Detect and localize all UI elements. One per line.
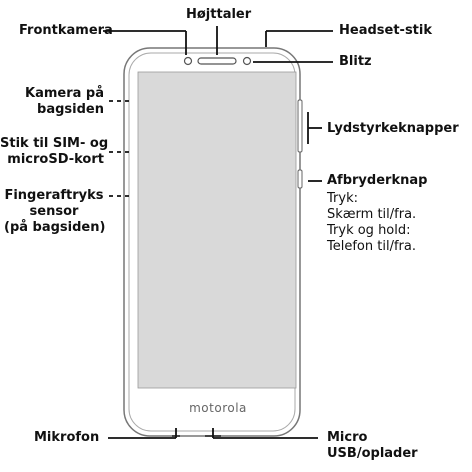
brand-logo-text: motorola xyxy=(189,401,247,415)
label-usb: Micro USB/oplader xyxy=(327,430,418,462)
screen xyxy=(137,71,297,389)
label-back-camera-line2: bagsiden xyxy=(37,102,104,117)
label-sim-line1: Stik til SIM- og xyxy=(0,136,109,151)
volume-button xyxy=(297,99,303,153)
power-desc-line1: Tryk: xyxy=(327,191,358,206)
label-sim-slot: Stik til SIM- og microSD-kort xyxy=(0,136,109,168)
label-flash: Blitz xyxy=(339,54,372,69)
label-back-camera-line1: Kamera på xyxy=(25,86,104,101)
front-camera xyxy=(183,56,193,66)
power-description: Tryk: Skærm til/fra. Tryk og hold: Telef… xyxy=(327,191,416,255)
power-desc-line4: Telefon til/fra. xyxy=(327,239,416,254)
power-desc-line2: Skærm til/fra. xyxy=(327,207,417,222)
power-desc-line3: Tryk og hold: xyxy=(327,223,411,238)
label-fingerprint: Fingeraftryks sensor (på bagsiden) xyxy=(4,188,106,236)
label-volume-keys: Lydstyrkeknapper xyxy=(327,121,459,136)
label-fingerprint-line1: Fingeraftryks xyxy=(4,188,104,203)
label-usb-line2: USB/oplader xyxy=(327,446,418,461)
label-headset-jack: Headset-stik xyxy=(339,23,432,38)
power-button xyxy=(297,169,303,189)
label-microphone: Mikrofon xyxy=(34,430,100,445)
label-front-camera: Frontkamera xyxy=(19,23,113,38)
label-speaker: Højttaler xyxy=(186,7,252,22)
speaker-grille xyxy=(197,57,237,65)
label-usb-line1: Micro xyxy=(327,430,368,445)
flash xyxy=(242,56,252,66)
label-sim-line2: microSD-kort xyxy=(7,152,104,167)
label-fingerprint-line3: (på bagsiden) xyxy=(4,220,106,235)
label-back-camera: Kamera på bagsiden xyxy=(10,86,104,118)
label-power-key: Afbryderknap xyxy=(327,173,428,188)
label-fingerprint-line2: sensor xyxy=(29,204,79,219)
